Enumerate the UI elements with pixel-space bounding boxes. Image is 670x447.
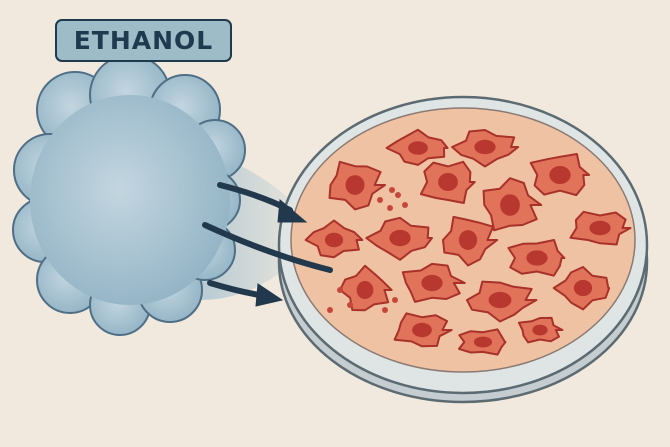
ethanol-label: ETHANOL — [55, 19, 232, 62]
cell-nucleus — [473, 336, 493, 348]
cell-debris — [347, 302, 353, 308]
cell-nucleus — [458, 230, 478, 250]
cell-nucleus — [412, 322, 432, 338]
cell-debris — [337, 287, 343, 293]
cell-nucleus — [474, 139, 496, 155]
arrow-head-1 — [277, 198, 308, 223]
cell-debris — [395, 192, 401, 198]
cell-debris — [389, 187, 395, 193]
cell-nucleus — [356, 281, 374, 299]
vapor-arrows — [202, 182, 333, 307]
cell-nucleus — [532, 324, 548, 336]
cell-debris — [382, 307, 388, 313]
cell-nucleus — [589, 220, 611, 236]
cell-nucleus — [345, 175, 365, 195]
cell-nucleus — [549, 166, 571, 184]
cell-debris — [377, 197, 383, 203]
cell-debris — [392, 297, 398, 303]
cell-nucleus — [438, 173, 458, 191]
cell-nucleus — [500, 194, 520, 216]
cell-nucleus — [324, 232, 344, 248]
cell-debris — [402, 202, 408, 208]
cell-nucleus — [408, 141, 428, 155]
cell-debris — [387, 205, 393, 211]
cloud-core — [30, 95, 230, 305]
cell-nucleus — [389, 229, 411, 247]
arrow-2 — [202, 222, 333, 273]
cell-nucleus — [421, 274, 443, 292]
cell-debris — [327, 307, 333, 313]
cell-nucleus — [526, 250, 548, 266]
cell-nucleus — [573, 279, 593, 297]
cell-nucleus — [488, 291, 512, 309]
arrow-head-3 — [255, 283, 284, 307]
